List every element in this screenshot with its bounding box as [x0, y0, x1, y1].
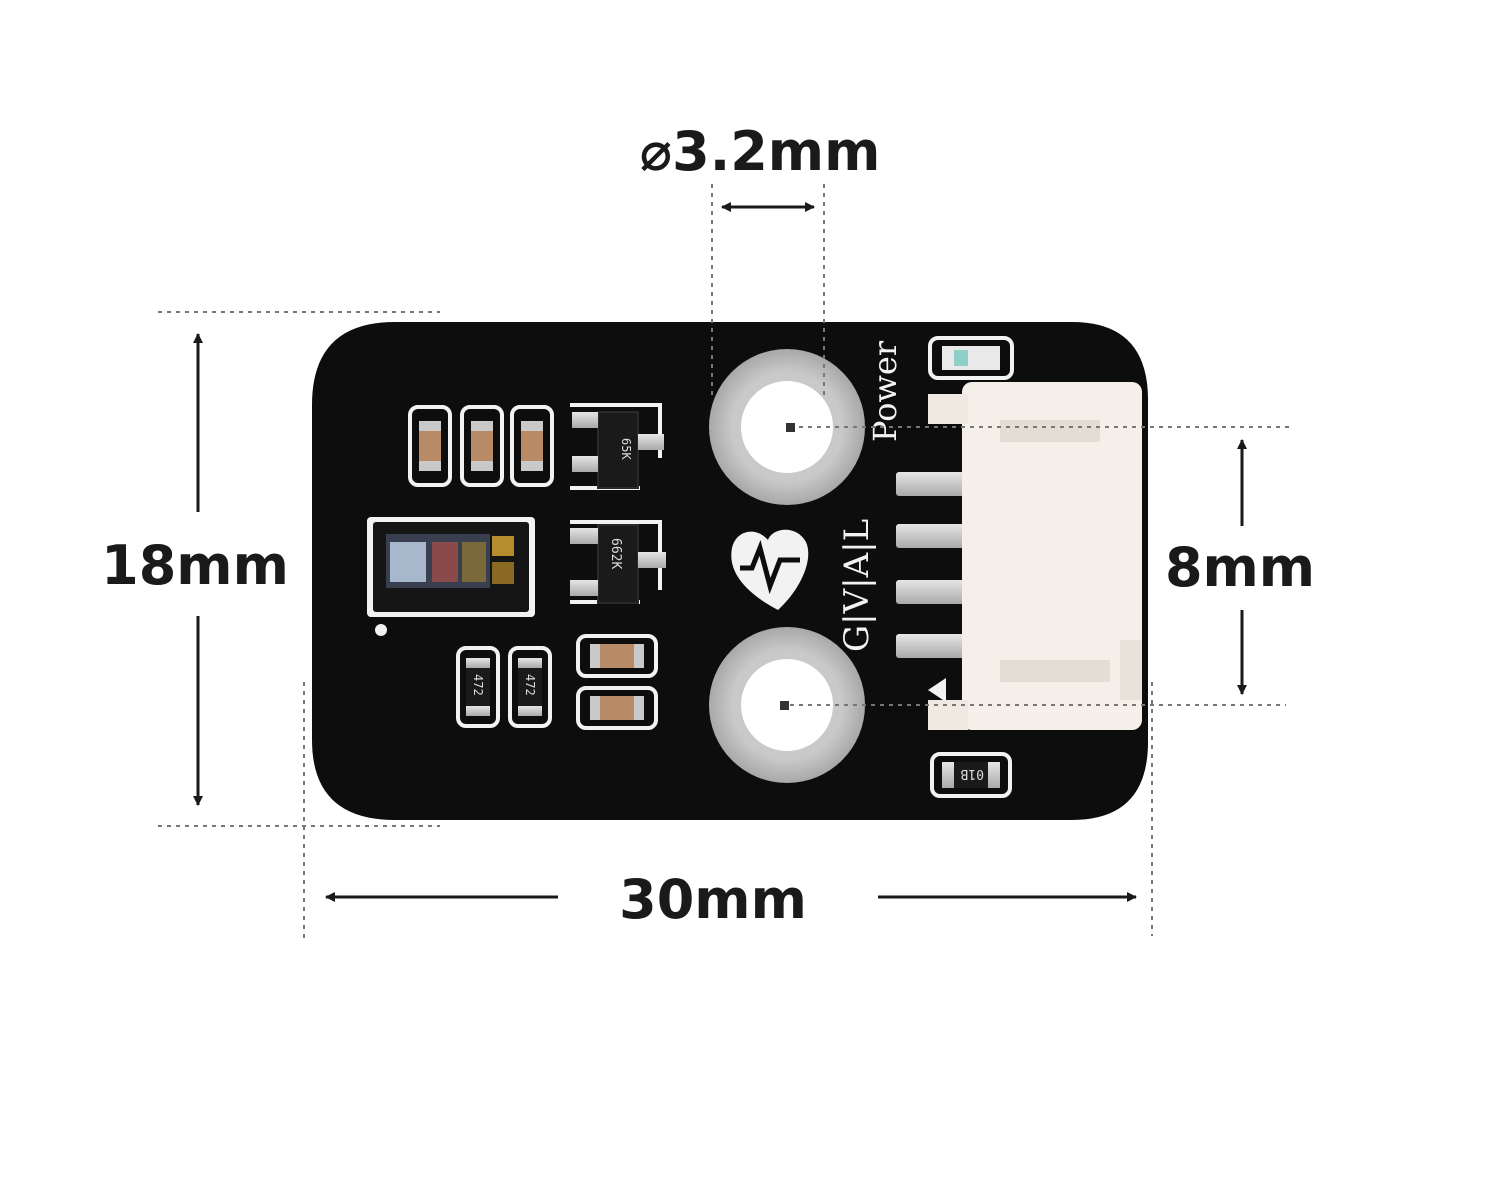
pcb-board: 65K 662K 472 — [312, 322, 1148, 820]
hole-diameter-label: ⌀3.2mm — [640, 120, 881, 183]
heart-wave-logo — [731, 529, 809, 610]
resistor-1-label: 472 — [471, 674, 485, 696]
connector-pins — [896, 472, 972, 702]
resistor-2-label: 472 — [523, 674, 537, 696]
sensor-chip — [367, 517, 535, 636]
power-label: Power — [866, 340, 904, 442]
capacitor-group-bottom — [576, 634, 658, 730]
pin-labels: G|V|A|L — [837, 519, 877, 652]
resistor-3-label: 01B — [960, 766, 984, 781]
center-dots — [780, 423, 795, 710]
jst-connector — [928, 382, 1142, 730]
capacitor-group-top — [408, 405, 554, 487]
transistor-top-label: 65K — [619, 438, 633, 460]
board-width-label: 30mm — [619, 868, 807, 931]
transistor-top: 65K — [570, 403, 664, 490]
hole-spacing-label: 8mm — [1165, 536, 1315, 599]
board-height-label: 18mm — [101, 534, 289, 597]
resistor-bottom-right: 01B — [930, 752, 1012, 798]
transistor-middle: 662K — [570, 520, 666, 604]
dimension-lines — [158, 184, 1292, 942]
power-led — [928, 336, 1014, 380]
dimension-arrows — [193, 202, 1247, 902]
resistor-group-bottom: 472 472 — [456, 646, 552, 728]
transistor-middle-label: 662K — [608, 538, 623, 569]
